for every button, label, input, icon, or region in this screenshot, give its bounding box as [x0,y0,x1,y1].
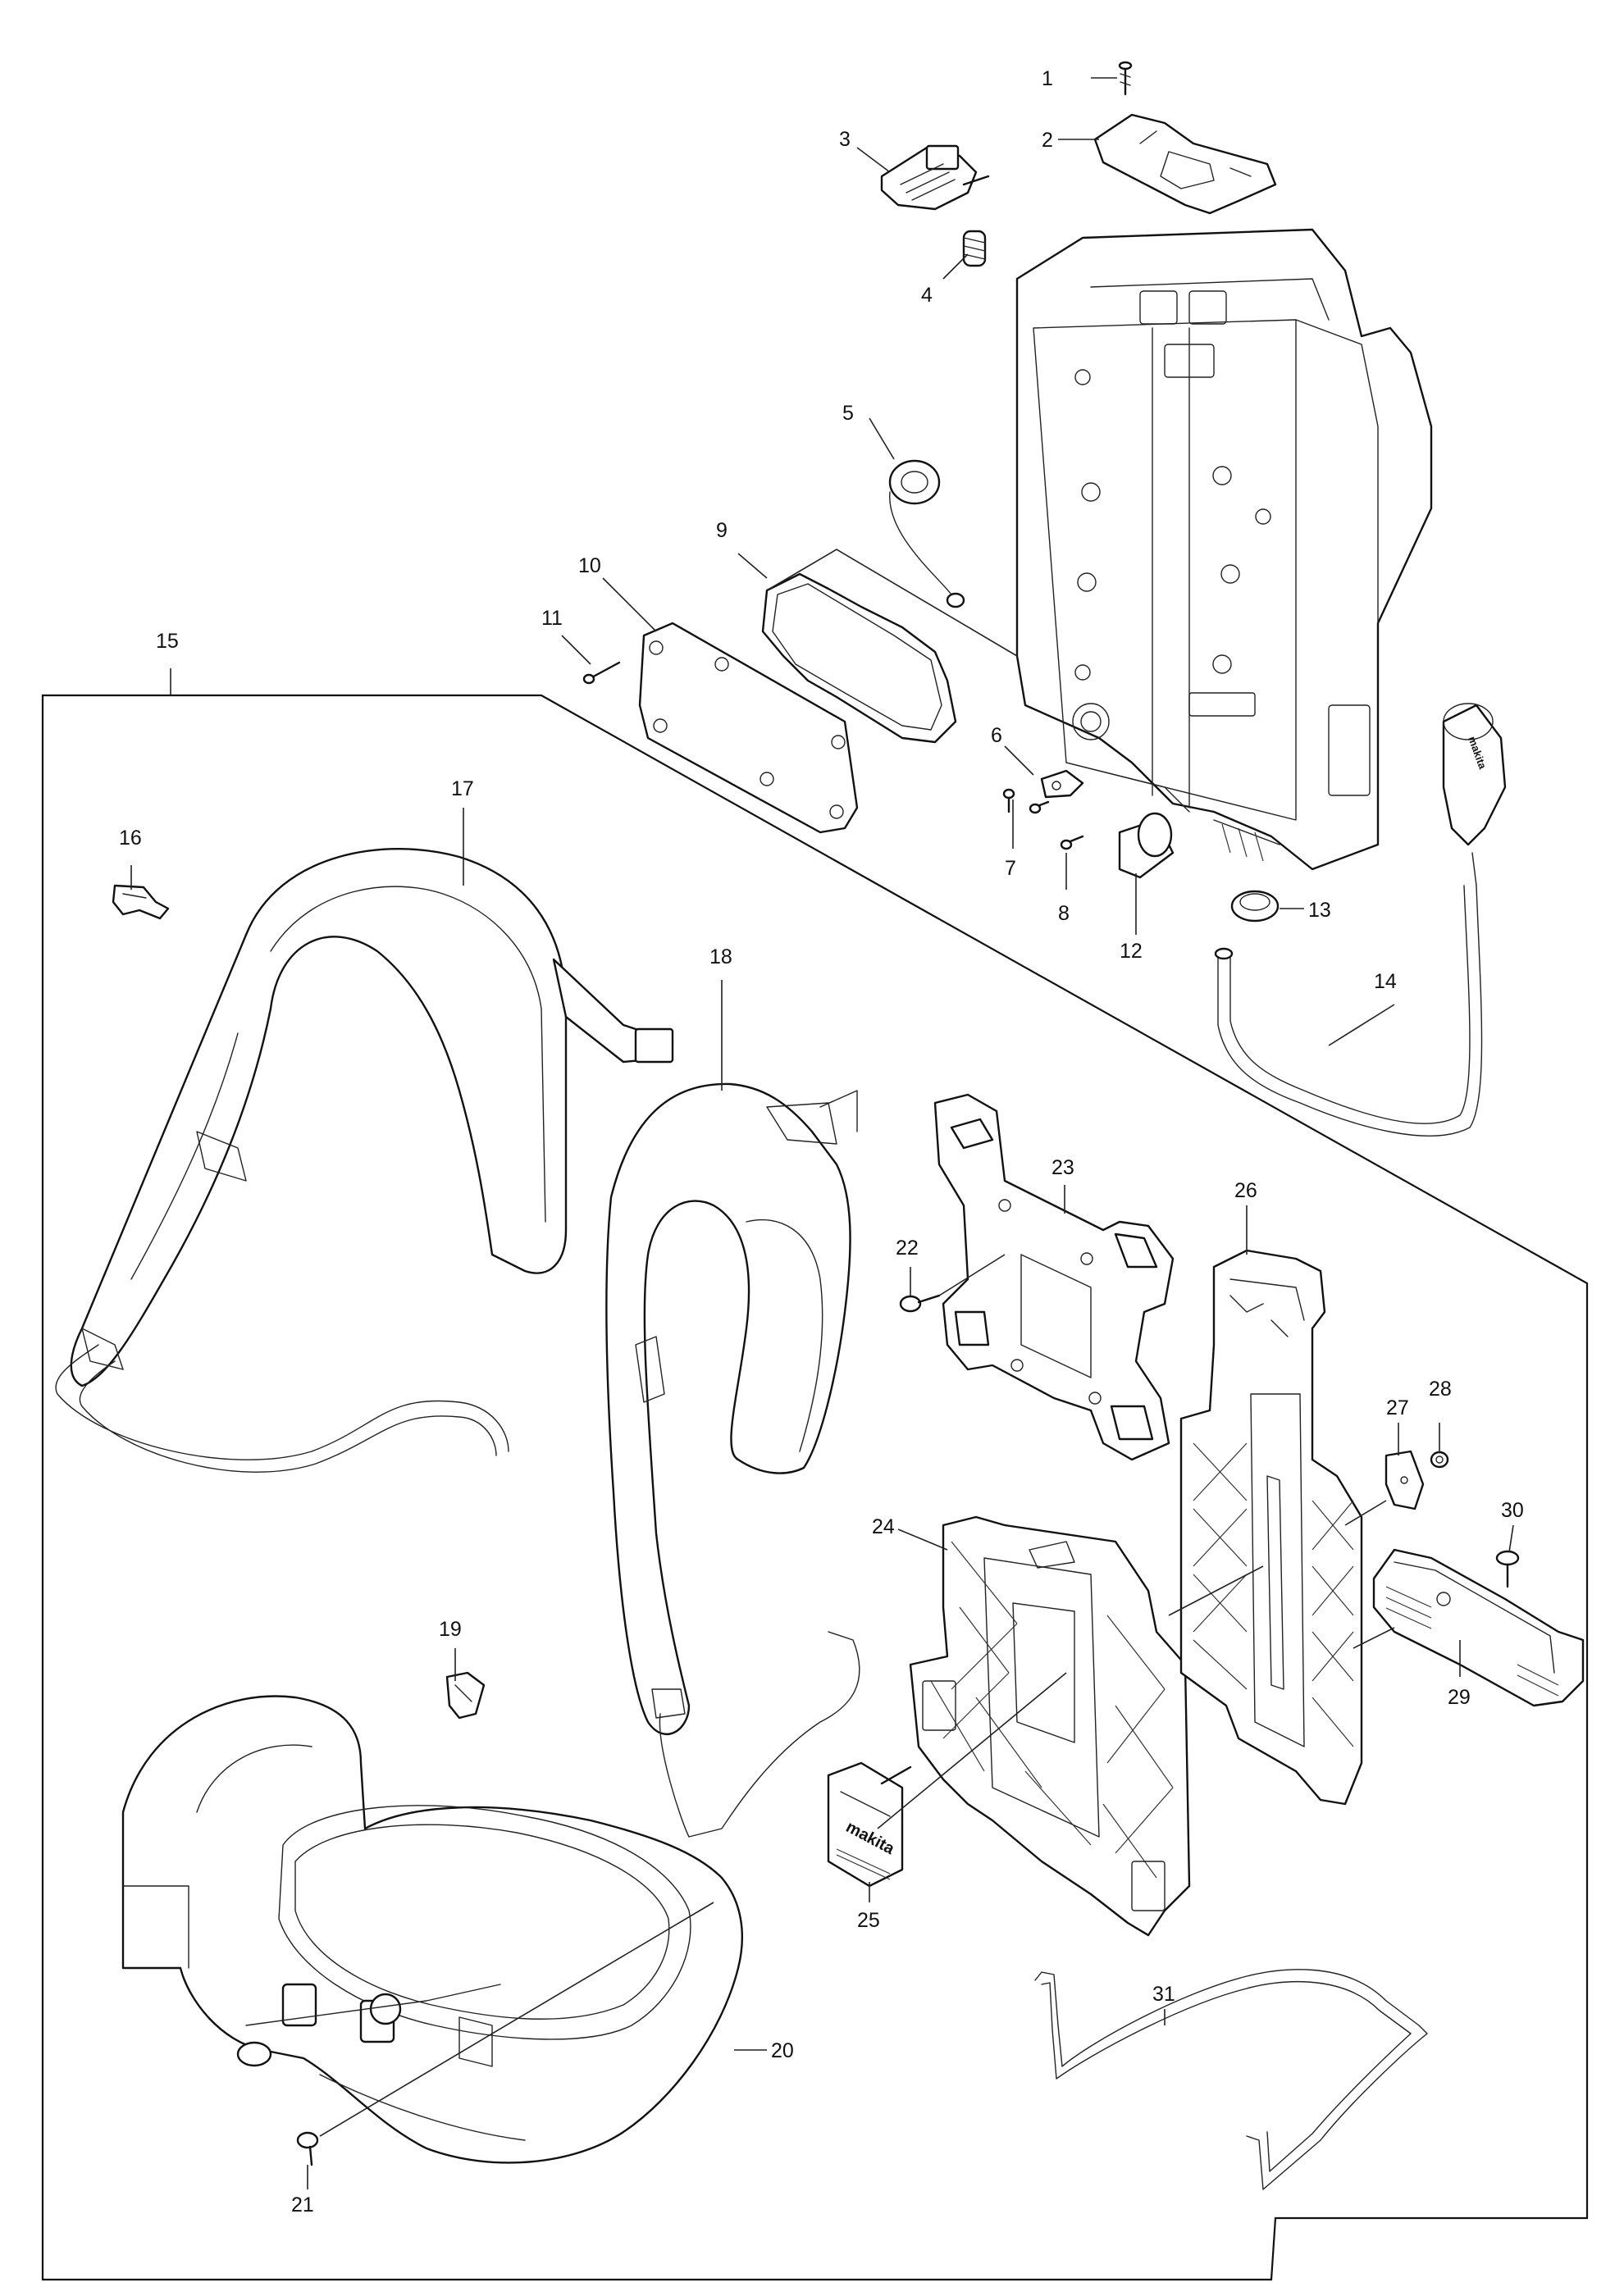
callout-labels: 1 2 3 4 5 6 7 8 9 10 11 12 13 14 15 16 1… [119,67,1524,2216]
part-9-gasket [761,572,957,744]
callout-27: 27 [1386,1396,1409,1419]
part-1-screw [1118,61,1133,96]
callout-24: 24 [872,1515,895,1538]
callout-15: 15 [156,630,179,653]
assembly-15-frame [41,694,1589,2281]
part-28-nut [1430,1451,1449,1469]
part-19-clip [445,1671,486,1720]
callout-20: 20 [771,2039,794,2062]
part-12-sleeve [1118,812,1175,879]
callout-18: 18 [709,945,732,968]
callout-2: 2 [1042,129,1053,152]
callout-17: 17 [451,777,474,800]
part-23-back-plate [933,1093,1175,1461]
callout-12: 12 [1120,940,1143,963]
callout-16: 16 [119,827,142,850]
part-16-clip [112,884,170,920]
part-4-spring [962,230,987,267]
callout-14: 14 [1374,970,1397,993]
callout-28: 28 [1429,1378,1452,1401]
part-20-waist-belt [121,1695,743,2164]
callout-21: 21 [291,2194,314,2216]
callout-9: 9 [716,519,728,542]
callout-5: 5 [842,402,854,425]
part-29-buckle-rail [1372,1548,1585,1707]
part-18-shoulder-strap [605,1082,860,1838]
part-24-frame-plate [909,1515,1191,1937]
part-27-bracket [1385,1450,1425,1510]
part-30-screw [1495,1550,1520,1588]
callout-22: 22 [896,1237,919,1260]
part-6-bracket [1040,769,1084,799]
part-11-screw [582,661,621,685]
callout-23: 23 [1051,1156,1074,1179]
callout-13: 13 [1308,899,1331,922]
callout-10: 10 [578,554,601,577]
callout-19: 19 [439,1618,462,1641]
part-14-cable [1214,703,1507,1137]
part-10-cover-plate [638,622,859,834]
callout-3: 3 [839,128,851,151]
callout-7: 7 [1005,857,1016,880]
callout-1: 1 [1042,67,1053,90]
callout-6: 6 [991,724,1002,747]
part-22-screw [899,1294,941,1313]
callout-31: 31 [1152,1983,1175,2006]
part-31-wire-stand [1034,1969,1428,2190]
callout-29: 29 [1448,1686,1471,1709]
callout-25: 25 [857,1909,880,1932]
leader-lines [130,77,1514,2189]
part-3-latch [880,144,990,211]
main-housing [1015,228,1433,871]
part-17-shoulder-strap [55,848,674,1473]
part-21-screw [296,2131,319,2166]
part-5-cap [888,459,965,608]
callout-30: 30 [1501,1499,1524,1522]
part-13-grommet [1230,890,1280,922]
callout-4: 4 [921,284,933,307]
part-7-screw [1002,788,1050,814]
part-8-screw [1060,835,1084,850]
callout-11: 11 [541,607,563,630]
part-26-back-rail [1179,1249,1363,1806]
part-25-badge: makita [827,1761,912,1888]
callout-8: 8 [1058,902,1070,925]
callout-26: 26 [1234,1179,1257,1202]
part-2-top-cover [1093,113,1277,215]
